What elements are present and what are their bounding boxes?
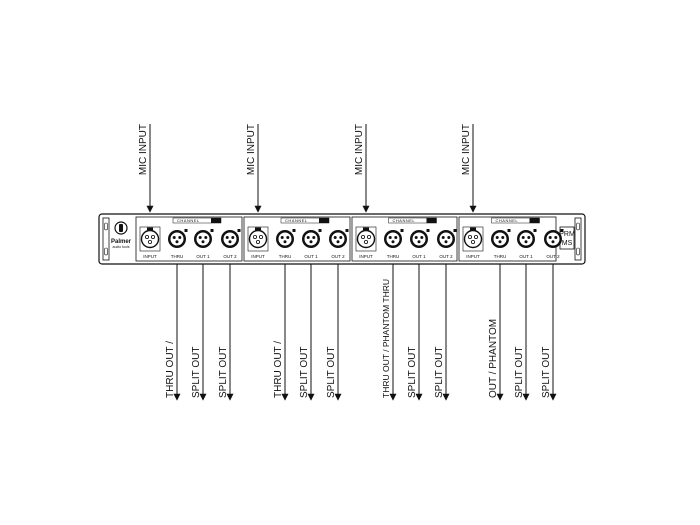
- thru-out-label: THRU OUT / PHANTOM THRU: [381, 279, 391, 398]
- split-out-label: SPLIT OUT: [326, 347, 337, 399]
- channel-header-block: [211, 218, 221, 223]
- rack-ear-left: [102, 217, 110, 261]
- thru-out-label: OUT / PHANTOM: [488, 319, 499, 398]
- channel-frame: [243, 216, 351, 262]
- connector-label: THRU: [279, 254, 292, 259]
- xlr-output-jack[interactable]: [544, 229, 564, 248]
- split-out-label: SPLIT OUT: [514, 347, 525, 399]
- connector-label: OUT 1: [196, 254, 210, 259]
- connector-label: OUT 2: [223, 254, 237, 259]
- connector-label: INPUT: [359, 254, 373, 259]
- connector-label: THRU: [171, 254, 184, 259]
- mic-input-label: MIC INPUT: [138, 124, 149, 175]
- mic-input-label: MIC INPUT: [246, 124, 257, 175]
- xlr-output-jack[interactable]: [384, 229, 404, 248]
- xlr-output-jack[interactable]: [168, 229, 188, 248]
- xlr-input-jack[interactable]: [139, 226, 161, 252]
- connector-label: OUT 1: [519, 254, 533, 259]
- thru-out-label: THRU OUT /: [165, 341, 176, 398]
- channel-label: CHANNEL: [177, 218, 200, 223]
- channel-label: CHANNEL: [285, 218, 308, 223]
- connector-label: OUT 1: [412, 254, 426, 259]
- split-out-label: SPLIT OUT: [407, 347, 418, 399]
- rack-ear-right: [574, 217, 582, 261]
- xlr-output-jack[interactable]: [491, 229, 511, 248]
- xlr-input-jack[interactable]: [355, 226, 377, 252]
- xlr-output-jack[interactable]: [221, 229, 241, 248]
- channel-section: CHANNEL INPUT THRU OUT 1 OUT 2: [458, 216, 564, 262]
- connector-label: OUT 2: [546, 254, 560, 259]
- xlr-output-jack[interactable]: [302, 229, 322, 248]
- channel-frame: [135, 216, 243, 262]
- rack-hole: [104, 222, 108, 231]
- channel-header-block: [319, 218, 329, 223]
- xlr-output-jack[interactable]: [517, 229, 537, 248]
- model-line2: MS: [562, 240, 573, 247]
- channel-header-block: [529, 218, 540, 223]
- xlr-input-jack[interactable]: [462, 226, 484, 252]
- model-line1: PRM: [559, 231, 575, 238]
- xlr-output-jack[interactable]: [410, 229, 430, 248]
- channel-section: CHANNEL INPUT THRU OUT 1 OUT 2: [243, 216, 351, 262]
- xlr-output-jack[interactable]: [194, 229, 214, 248]
- brand-name: Palmer: [111, 239, 132, 245]
- channel-section: CHANNEL INPUT THRU OUT 1 OUT 2: [351, 216, 458, 262]
- channel-frame: [351, 216, 458, 262]
- mic-input-label: MIC INPUT: [461, 124, 472, 175]
- channel-label: CHANNEL: [393, 218, 416, 223]
- rack-hole: [104, 247, 108, 256]
- connector-label: INPUT: [466, 254, 480, 259]
- channel-section: CHANNEL INPUT THRU OUT 1 OUT 2: [135, 216, 243, 262]
- split-out-label: SPLIT OUT: [541, 347, 552, 399]
- split-out-label: SPLIT OUT: [434, 347, 445, 399]
- brand-sub: audio tools: [113, 245, 130, 249]
- mic-input-label: MIC INPUT: [354, 124, 365, 175]
- split-out-label: SPLIT OUT: [299, 347, 310, 399]
- xlr-output-jack[interactable]: [276, 229, 296, 248]
- split-out-label: SPLIT OUT: [191, 347, 202, 399]
- rack-hole: [576, 247, 580, 256]
- channel-label: CHANNEL: [496, 218, 519, 223]
- connector-label: OUT 2: [331, 254, 345, 259]
- channels-layer: CHANNEL INPUT THRU OUT 1 OUT 2 MIC INPUT THRU …: [135, 124, 564, 401]
- palmer-logo: Palmer audio tools: [111, 221, 132, 249]
- connector-label: INPUT: [143, 254, 157, 259]
- connector-label: INPUT: [251, 254, 265, 259]
- rack-hole: [576, 222, 580, 231]
- thru-out-label: THRU OUT /: [273, 341, 284, 398]
- xlr-input-jack[interactable]: [247, 226, 269, 252]
- xlr-output-jack[interactable]: [329, 229, 349, 248]
- connector-label: THRU: [494, 254, 507, 259]
- channel-header-block: [426, 218, 437, 223]
- split-out-label: SPLIT OUT: [218, 347, 229, 399]
- connector-label: THRU: [387, 254, 400, 259]
- connector-label: OUT 2: [439, 254, 453, 259]
- xlr-output-jack[interactable]: [437, 229, 457, 248]
- connector-label: OUT 1: [304, 254, 318, 259]
